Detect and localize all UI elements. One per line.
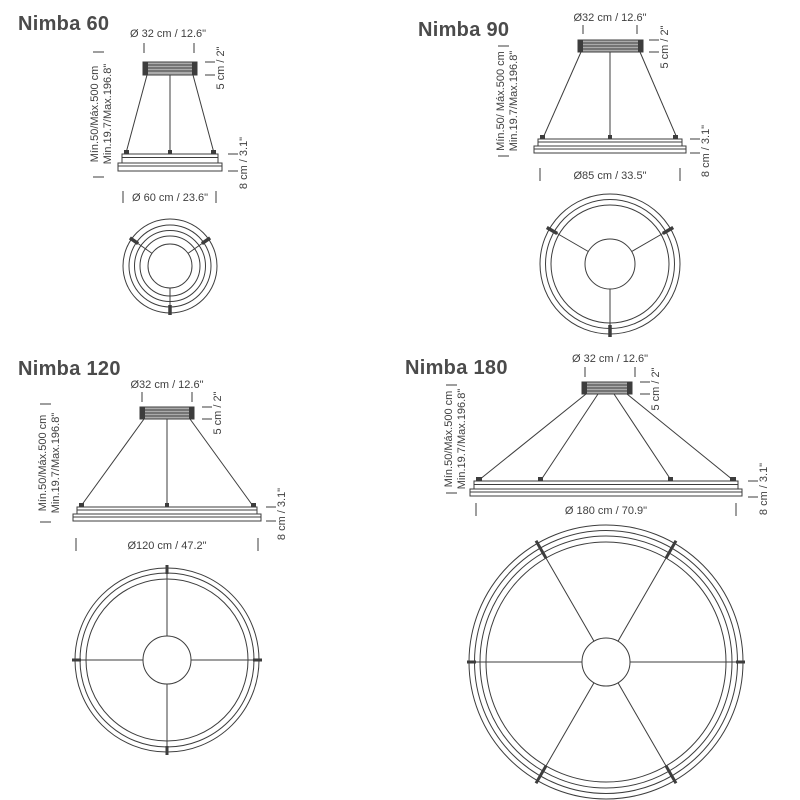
panel-title: Nimba 180 <box>405 357 508 379</box>
canopy-height-ticks <box>640 381 650 395</box>
canopy-endcap-right <box>192 62 197 75</box>
spokes <box>549 228 671 334</box>
canopy-height-ticks <box>649 39 659 53</box>
canopy <box>139 406 195 420</box>
cable-attachments <box>540 135 678 139</box>
canopy-height-label: 5 cm / 2" <box>650 367 662 410</box>
plan-view <box>122 218 218 315</box>
canopy-diameter-ticks <box>141 392 193 402</box>
canopy-endcap-left <box>578 40 583 52</box>
panel-nimba-90: Nimba 90 Ø32 cm / 12.6" 5 cm / 2" <box>418 12 712 337</box>
panel-nimba-180: Nimba 180 Ø 32 cm / 12.6" 5 cm / 2" <box>405 353 770 800</box>
canopy-endcap-left <box>143 62 148 75</box>
canopy <box>577 39 644 53</box>
canopy-height-ticks <box>202 406 212 420</box>
canopy-endcap-right <box>627 382 632 394</box>
canopy-height-label: 5 cm / 2" <box>215 46 227 89</box>
ring-profile <box>469 480 743 497</box>
hub-circle <box>581 637 631 687</box>
canopy-height-label: 5 cm / 2" <box>212 391 224 434</box>
ring-height-label: 8 cm / 3.1" <box>238 137 250 189</box>
suspension-cables <box>478 393 734 481</box>
ring-diameter-label: Ø85 cm / 33.5" <box>574 170 647 182</box>
canopy-endcap-right <box>189 407 194 419</box>
panel-nimba-60: Nimba 60 Ø 32 cm / 12.6" 5 cm / 2" <box>18 13 250 315</box>
elevation-view: Ø32 cm / 12.6" 5 cm / 2" <box>495 12 712 182</box>
spokes <box>469 543 743 781</box>
ring-height-ticks <box>228 153 238 172</box>
panel-nimba-120: Nimba 120 Ø32 cm / 12.6" 5 cm / 2" <box>18 358 288 755</box>
spoke-ticks <box>467 540 745 784</box>
ring-height-ticks <box>748 480 758 498</box>
ring-height-label: 8 cm / 3.1" <box>758 463 770 515</box>
ring-diameter-label: Ø 60 cm / 23.6" <box>132 192 208 204</box>
cable-attachments <box>79 503 256 507</box>
hub-circle <box>147 243 193 289</box>
plan-view <box>539 193 681 337</box>
suspension-cables <box>125 74 215 154</box>
ring-diameter-label: Ø120 cm / 47.2" <box>127 540 206 552</box>
spokes <box>75 568 259 752</box>
hub-circle <box>142 635 192 685</box>
suspension-imperial-label: Min.19.7/Max.196.8" <box>102 64 114 165</box>
spoke-ticks <box>72 565 262 755</box>
canopy-diameter-label: Ø32 cm / 12.6" <box>574 12 647 24</box>
suspension-metric-label: Mín.50/ Máx.500 cm <box>495 51 507 151</box>
spoke-ticks <box>128 236 212 315</box>
ring-height-label: 8 cm / 3.1" <box>276 488 288 540</box>
panel-title: Nimba 60 <box>18 13 109 35</box>
elevation-view: Ø 32 cm / 12.6" 5 cm / 2" <box>89 28 250 204</box>
suspension-cables <box>80 418 254 507</box>
canopy-diameter-ticks <box>584 367 636 377</box>
suspension-imperial-label: Min.19.7/Max.196.8" <box>508 51 520 152</box>
elevation-view: Ø32 cm / 12.6" 5 cm / 2" <box>37 379 288 552</box>
elevation-view: Ø 32 cm / 12.6" 5 cm / 2" <box>443 353 770 517</box>
suspension-metric-label: Mín.50/Máx.500 cm <box>89 66 101 163</box>
plan-view <box>72 565 262 755</box>
canopy-diameter-label: Ø 32 cm / 12.6" <box>572 353 648 365</box>
suspension-ticks <box>498 45 509 157</box>
panel-title: Nimba 120 <box>18 358 121 380</box>
hub-circle <box>584 238 636 290</box>
canopy-diameter-label: Ø32 cm / 12.6" <box>131 379 204 391</box>
spokes <box>131 238 209 313</box>
suspension-cables <box>542 51 678 139</box>
ring-diameter-ticks <box>539 168 681 181</box>
suspension-imperial-label: Min.19.7/Max.196.8" <box>50 413 62 514</box>
ring-profile <box>117 153 223 172</box>
canopy <box>142 61 198 76</box>
ring-diameter-ticks <box>122 191 217 203</box>
ring-height-ticks <box>690 138 700 154</box>
ring-diameter-ticks <box>475 503 737 516</box>
canopy <box>581 381 633 395</box>
canopy-height-ticks <box>205 61 215 76</box>
ring-profile <box>533 138 687 154</box>
cable-attachments <box>476 477 736 481</box>
canopy-diameter-label: Ø 32 cm / 12.6" <box>130 28 206 40</box>
ring-diameter-ticks <box>75 538 259 551</box>
suspension-ticks <box>446 384 457 494</box>
ring-profile <box>72 506 262 522</box>
canopy-height-label: 5 cm / 2" <box>659 25 671 68</box>
panel-title: Nimba 90 <box>418 19 509 41</box>
canopy-endcap-right <box>638 40 643 52</box>
suspension-ticks <box>40 403 51 523</box>
canopy-diameter-ticks <box>143 43 195 53</box>
canopy-diameter-ticks <box>582 25 638 34</box>
ring-height-label: 8 cm / 3.1" <box>700 125 712 177</box>
canopy-endcap-left <box>140 407 145 419</box>
cable-attachments <box>124 150 216 154</box>
canopy-endcap-left <box>582 382 587 394</box>
suspension-imperial-label: Min.19.7/Max.196.8" <box>456 389 468 490</box>
suspension-metric-label: Mín.50/Máx.500 cm <box>37 415 49 512</box>
suspension-ticks <box>93 51 104 178</box>
ring-height-ticks <box>266 506 276 522</box>
ring-diameter-label: Ø 180 cm / 70.9" <box>565 505 647 517</box>
plan-view <box>467 524 745 800</box>
spoke-ticks <box>545 225 675 337</box>
suspension-metric-label: Mín.50/Máx.500 cm <box>443 391 455 488</box>
